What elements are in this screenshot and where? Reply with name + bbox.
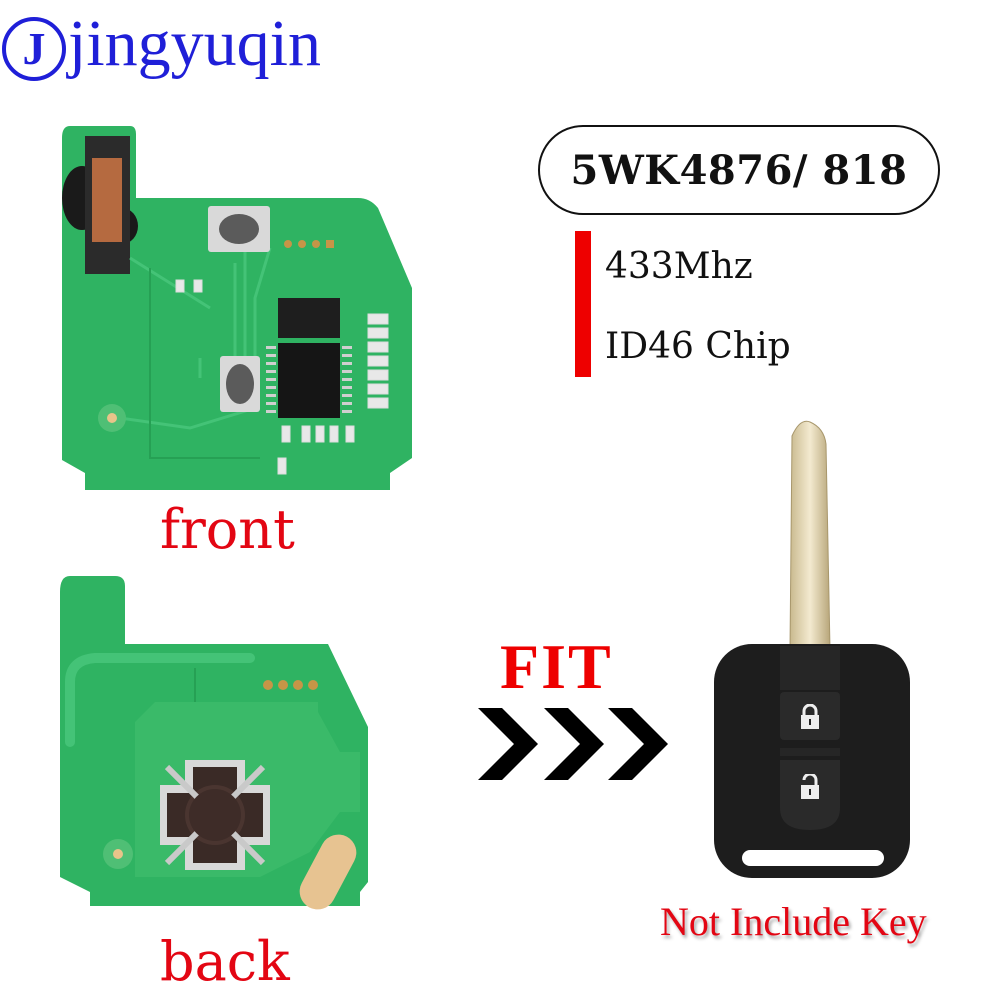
pcb-front-image: [62, 126, 412, 490]
brand-logo: J jingyuqin: [2, 7, 322, 84]
triple-chevron-right-icon: [478, 708, 668, 780]
brand-name: jingyuqin: [68, 7, 322, 80]
not-include-key-notice: Not Include Key: [660, 899, 927, 944]
brand-mark-icon: J: [2, 17, 66, 81]
back-label: back: [160, 930, 290, 993]
model-badge: 5WK4876/ 818: [538, 125, 940, 215]
unlock-icon: [801, 774, 819, 799]
front-label: front: [160, 498, 295, 561]
lock-icon: [801, 704, 819, 729]
pcb-back-image: [60, 576, 368, 910]
model-number: 5WK4876/ 818: [570, 146, 908, 194]
spec-frequency: 433Mhz: [605, 246, 753, 287]
key-fob-image: [714, 420, 910, 878]
spec-chip: ID46 Chip: [605, 326, 791, 367]
fit-label: FIT: [500, 631, 613, 702]
spec-accent-bar: [575, 231, 591, 377]
